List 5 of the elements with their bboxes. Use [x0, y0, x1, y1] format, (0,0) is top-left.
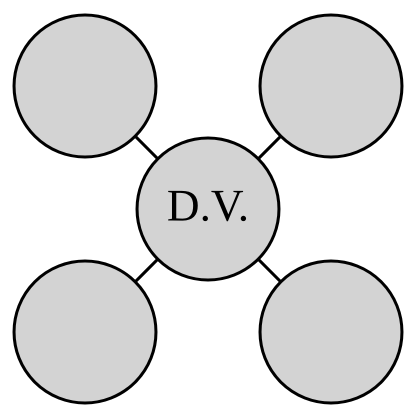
connector — [258, 135, 282, 160]
connector — [258, 258, 282, 283]
connector — [134, 135, 158, 160]
node-circle: D.V. — [136, 136, 280, 282]
connector — [134, 258, 158, 283]
